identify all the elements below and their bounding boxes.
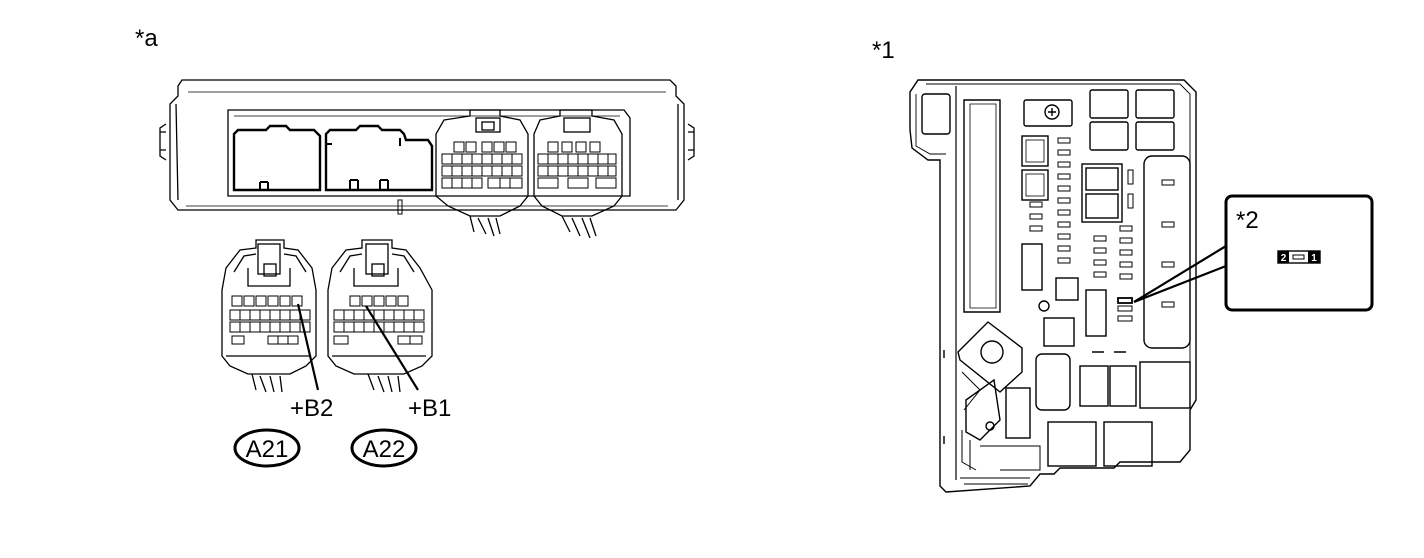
connector-a21-label: A21 (246, 436, 289, 463)
connector-a22-label: A22 (363, 436, 406, 463)
fuse-pin-2-label: 2 (1281, 253, 1287, 264)
a21-pin-grid (229, 295, 311, 345)
a22-pin-grid (333, 295, 425, 345)
ecu-pin-grid-right (537, 141, 617, 189)
a22-id-ellipse (350, 428, 418, 468)
view-1-label: *1 (872, 37, 895, 64)
view-a-label: *a (135, 25, 158, 52)
fuse-pin-1-label: 1 (1311, 253, 1317, 264)
connector-a21 (221, 239, 317, 393)
callout-2-label: *2 (1236, 207, 1259, 234)
junction-block (909, 79, 1197, 493)
ecu-assembly (159, 79, 695, 239)
b2-leader-line (296, 303, 320, 391)
callout-pointer (1133, 245, 1227, 304)
connector-a22 (327, 239, 433, 393)
terminal-b2-label: +B2 (290, 395, 333, 422)
fuse-slots (1029, 137, 1175, 322)
fuse-terminal-icon (1277, 250, 1321, 264)
terminal-b1-label: +B1 (408, 395, 451, 422)
a21-id-ellipse (233, 428, 301, 468)
ecu-pin-grid-left (441, 141, 523, 189)
b1-leader-line (365, 305, 419, 391)
